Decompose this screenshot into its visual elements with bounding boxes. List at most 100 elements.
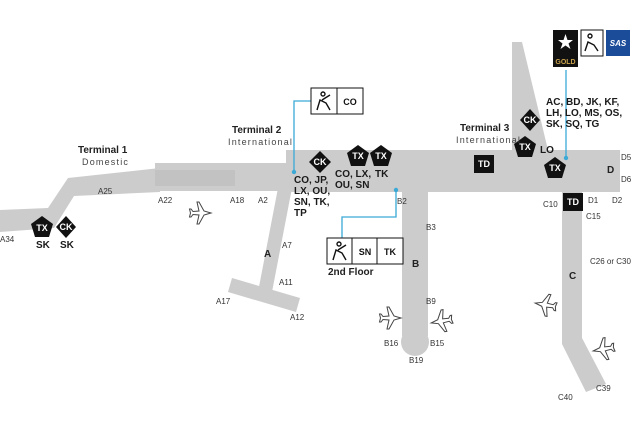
- gate-a17: A17: [216, 297, 231, 306]
- floor2-lounge-box: SN TK: [326, 237, 404, 265]
- airplane-icon: [378, 306, 403, 330]
- sn-label: SN: [359, 247, 372, 257]
- t2-lounge-box: CO: [310, 87, 364, 115]
- airplane-icon: [188, 201, 213, 225]
- gate-c39: C39: [596, 384, 611, 393]
- gate-b15: B15: [430, 339, 445, 348]
- svg-text:TX: TX: [549, 163, 561, 173]
- t1-tx-airline: SK: [36, 240, 50, 251]
- terminal3-badges: CK TX TX: [514, 109, 566, 178]
- lounge-icon: [316, 91, 331, 111]
- tk-label: TK: [384, 247, 396, 257]
- t3-airlines: AC, BD, JK, KF, LH, LO, MS, OS, SK, SQ, …: [546, 97, 623, 130]
- gate-b19: B19: [409, 356, 424, 365]
- gate-d6: D6: [621, 175, 632, 184]
- terminal1-corridor: [0, 168, 160, 232]
- gate-a7: A7: [282, 241, 292, 250]
- gold-lounge-group: GOLD SAS: [553, 29, 630, 67]
- svg-text:CK: CK: [314, 157, 327, 167]
- gate-a25: A25: [98, 187, 113, 196]
- gate-d5: D5: [621, 153, 632, 162]
- ck-badge: [56, 216, 76, 238]
- gate-c40: C40: [558, 393, 573, 402]
- pier-c: [562, 192, 606, 392]
- lounge-icon: [332, 241, 347, 261]
- sas-logo: [606, 30, 630, 56]
- td-badge: [563, 193, 583, 211]
- lounge-icon: [580, 29, 604, 57]
- gate-c10: C10: [543, 200, 558, 209]
- terminal2-subtitle: International: [228, 137, 294, 147]
- callout-lines: [293, 70, 567, 255]
- co-label: CO: [343, 97, 357, 107]
- pier-a-label: A: [264, 249, 272, 260]
- gate-d1: D1: [588, 196, 599, 205]
- gate-b16: B16: [384, 339, 399, 348]
- callout-line-t2: [293, 100, 311, 172]
- ck-badge-text: CK: [60, 222, 73, 232]
- gate-a34: A34: [0, 235, 15, 244]
- tx-badge-text: TX: [36, 223, 48, 233]
- t2-ck-airlines: CO, JP, LX, OU, SN, TK, TP: [294, 175, 331, 219]
- gate-c15: C15: [586, 212, 601, 221]
- pier-a: [258, 188, 292, 292]
- pier-b-end: [401, 328, 429, 356]
- gate-a22: A22: [158, 196, 173, 205]
- airplane-icon: [429, 309, 454, 333]
- svg-text:TD: TD: [478, 159, 490, 169]
- tx-badge: [31, 216, 53, 237]
- corridors: [0, 42, 620, 392]
- terminal2-badges: CK TX TX: [309, 145, 392, 173]
- gate-c26-c30: C26 or C30: [590, 257, 631, 266]
- t3-lo-label: LO: [540, 145, 554, 156]
- svg-text:TX: TX: [519, 142, 531, 152]
- terminal3-wedge: [512, 42, 548, 150]
- corridor-a-inner: [155, 170, 235, 186]
- pier-c-label: C: [569, 271, 577, 282]
- terminal3-subtitle: International: [456, 135, 522, 145]
- svg-text:SAS: SAS: [610, 39, 627, 48]
- svg-text:TD: TD: [567, 197, 579, 207]
- airplanes: [188, 201, 616, 361]
- callout-dot-gold: [563, 155, 569, 161]
- airplane-icon: [533, 293, 558, 317]
- callout-dot-floor: [393, 187, 399, 193]
- t1-ck-airline: SK: [60, 240, 74, 251]
- tx-badge: [370, 145, 392, 166]
- gate-b2: B2: [397, 197, 407, 206]
- gate-b9: B9: [426, 297, 436, 306]
- t2-tx-airlines: CO, LX, OU, SN: [335, 169, 372, 191]
- terminal1-subtitle: Domestic: [82, 157, 130, 167]
- gold-label: GOLD: [555, 59, 575, 66]
- pier-d-label: D: [607, 165, 615, 176]
- callout-dots: [291, 155, 569, 193]
- ck-badge: [520, 109, 540, 131]
- svg-text:TX: TX: [352, 151, 364, 161]
- tx-badge: [544, 157, 566, 178]
- svg-text:CK: CK: [524, 115, 537, 125]
- tx-badge: [514, 136, 536, 157]
- tx-badge: [347, 145, 369, 166]
- pier-a-end: [228, 278, 300, 312]
- callout-dot-t2: [291, 169, 297, 175]
- gold-lounge-icon: [553, 56, 578, 67]
- terminal1-badges: TX CK: [31, 216, 76, 238]
- airplane-icon: [591, 337, 616, 361]
- gate-a2: A2: [258, 196, 268, 205]
- gate-a11: A11: [279, 278, 293, 287]
- svg-text:TX: TX: [375, 151, 387, 161]
- td-badges: TD TD: [474, 155, 583, 211]
- ck-badge: [309, 151, 331, 173]
- callout-line-floor: [341, 190, 397, 255]
- gate-a12: A12: [290, 313, 305, 322]
- terminal2-name: Terminal 2: [232, 125, 282, 136]
- pier-b-label: B: [412, 259, 420, 270]
- terminal1-name: Terminal 1: [78, 145, 128, 156]
- terminal3-name: Terminal 3: [460, 123, 510, 134]
- t2-tk-airline: TK: [375, 169, 389, 180]
- second-floor-label: 2nd Floor: [328, 267, 374, 278]
- pier-b: [402, 188, 428, 336]
- gate-b3: B3: [426, 223, 436, 232]
